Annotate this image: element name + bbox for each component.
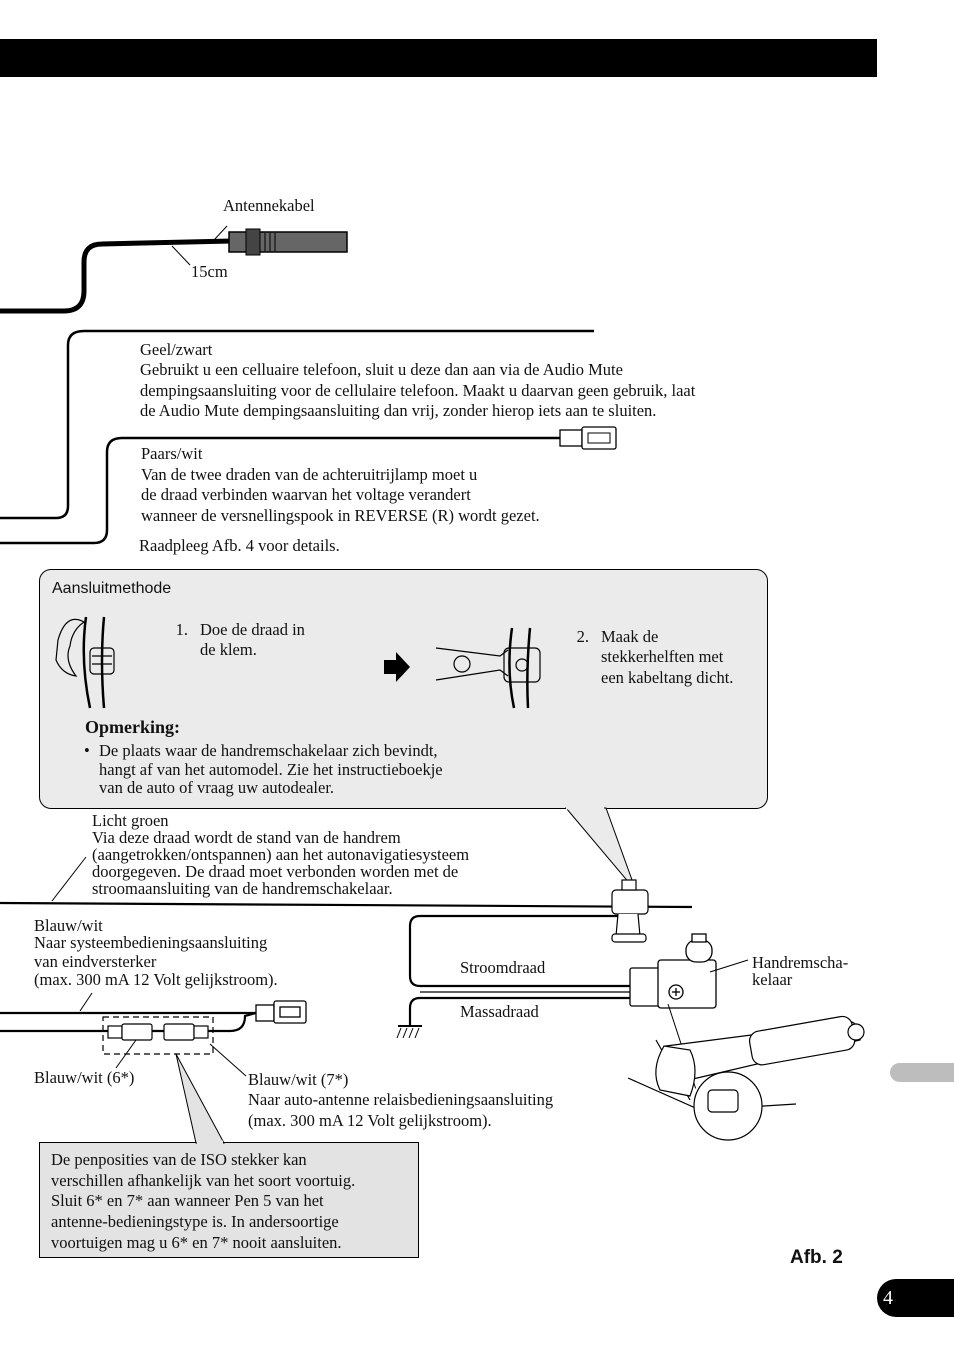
yellow-black-title: Geel/zwart — [140, 340, 213, 359]
connection-method-box — [39, 569, 768, 809]
blue-white-7-line-2: (max. 300 mA 12 Volt gelijkstroom). — [248, 1111, 492, 1130]
connection-method-title: Aansluitmethode — [52, 580, 172, 597]
page-number: 4 — [877, 1279, 954, 1317]
blue-white-title: Blauw/wit — [34, 916, 103, 935]
arrow-right-icon — [384, 652, 410, 682]
step-2-line-1: Maak de — [601, 627, 659, 646]
power-wire-label: Stroomdraad — [460, 958, 546, 977]
yellow-black-line-2: dempingsaansluiting voor de cellulaire t… — [140, 381, 696, 400]
blue-white-line-2: van eindversterker — [34, 952, 157, 971]
yellow-black-line-1: Gebruikt u een celluaire telefoon, sluit… — [140, 360, 623, 379]
note-title: Opmerking: — [85, 717, 181, 737]
light-green-line-3: doorgegeven. De draad moet verbonden wor… — [92, 862, 459, 881]
note-line-1: De plaats waar de handremschakelaar zich… — [99, 741, 438, 760]
figure-label: Afb. 2 — [790, 1247, 843, 1268]
antenna-length-label: 15cm — [191, 262, 228, 281]
iso-note-box — [39, 1142, 419, 1258]
purple-white-title: Paars/wit — [141, 444, 203, 463]
light-green-line-4: stroomaansluiting van de handremschakela… — [92, 879, 393, 898]
blue-white-7-title: Blauw/wit (7*) — [248, 1070, 349, 1089]
iso-pin-7 — [163, 1023, 209, 1041]
light-green-line-1: Via deze draad wordt de stand van de han… — [92, 828, 401, 847]
section-tab — [890, 1063, 954, 1082]
step-2-line-3: een kabeltang dicht. — [601, 668, 734, 687]
pliers-icon — [435, 627, 541, 709]
purple-white-line-1: Van de twee draden van de achteruitrijla… — [141, 465, 478, 484]
ground-wire-label: Massadraad — [460, 1002, 539, 1021]
iso-note-line-4: antenne-bedieningstype is. In andersoort… — [51, 1212, 339, 1231]
handbrake-lever-icon — [627, 1015, 865, 1141]
light-green-line-2: (aangetrokken/ontspannen) aan het autona… — [92, 845, 470, 864]
iso-note-line-3: Sluit 6* en 7* aan wanneer Pen 5 van het — [51, 1191, 324, 1210]
note-line-2: hangt af van het automodel. Zie het inst… — [99, 760, 443, 779]
brake-switch-label-2: kelaar — [752, 970, 793, 989]
brake-switch-label-1: Handremscha- — [752, 953, 849, 972]
blue-white-plug — [255, 1000, 307, 1024]
purple-white-plug — [559, 426, 617, 450]
blue-white-7-line-1: Naar auto-antenne relaisbedieningsaanslu… — [248, 1090, 554, 1109]
splice-connector — [611, 879, 649, 943]
note-bullet: • — [84, 741, 90, 760]
yellow-black-line-3: de Audio Mute dempingsaansluiting dan vr… — [140, 401, 657, 420]
iso-note-line-5: voortuigen mag u 6* en 7* nooit aansluit… — [51, 1233, 342, 1252]
antenna-cable-label: Antennekabel — [223, 196, 315, 215]
iso-pin-6 — [107, 1023, 153, 1041]
purple-white-line-3: wanneer de versnellingspook in REVERSE (… — [141, 506, 540, 525]
step-1-line-2: de klem. — [200, 640, 257, 659]
wire-clamp-icon — [55, 616, 115, 709]
step-1-line-1: Doe de draad in — [200, 620, 305, 639]
purple-white-line-2: de draad verbinden waarvan het voltage v… — [141, 485, 471, 504]
handbrake-switch-icon — [629, 933, 749, 1121]
note-line-3: van de auto of vraag uw autodealer. — [99, 778, 335, 797]
blue-white-line-1: Naar systeembedieningsaansluiting — [34, 933, 268, 952]
step-2-line-2: stekkerhelften met — [601, 647, 724, 666]
purple-white-reference: Raadpleeg Afb. 4 voor details. — [139, 536, 340, 555]
step-2-number: 2. — [576, 627, 589, 646]
step-1-number: 1. — [175, 620, 188, 639]
iso-note-line-2: verschillen afhankelijk van het soort vo… — [51, 1171, 356, 1190]
header-bar — [0, 39, 877, 77]
blue-white-line-3: (max. 300 mA 12 Volt gelijkstroom). — [34, 970, 278, 989]
light-green-title: Licht groen — [92, 811, 169, 830]
iso-note-line-1: De penposities van de ISO stekker kan — [51, 1150, 307, 1169]
blue-white-6-label: Blauw/wit (6*) — [34, 1068, 135, 1087]
antenna-plug — [228, 228, 348, 256]
